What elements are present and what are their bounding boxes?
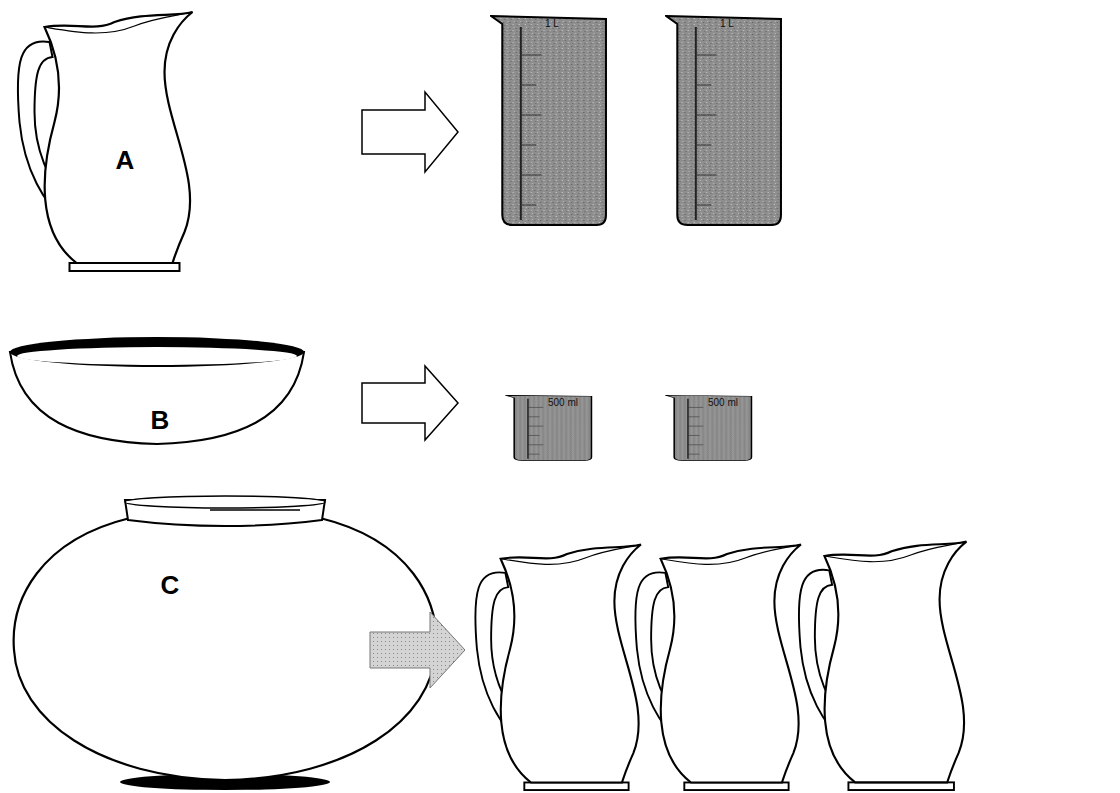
arrow — [370, 612, 465, 688]
volume-mark: 1 L — [545, 19, 559, 29]
volume-mark: 500 ml — [548, 398, 578, 408]
pitcher — [799, 542, 967, 790]
beaker — [506, 395, 592, 460]
pitcher — [475, 544, 641, 790]
container-letter: B — [151, 407, 170, 433]
volume-mark: 1 L — [720, 19, 734, 29]
arrow — [362, 92, 458, 172]
pot-neck — [125, 496, 325, 508]
arrow — [362, 366, 458, 440]
bowl-rim — [10, 337, 304, 367]
container-node: A — [95, 140, 155, 180]
volume-mark: 500 ml — [708, 398, 738, 408]
container-letter: C — [161, 572, 180, 598]
beaker — [666, 395, 752, 460]
pitcher-a — [18, 12, 193, 271]
bowl-rim — [17, 347, 297, 365]
pot-neck — [210, 509, 300, 511]
container-node: C — [140, 565, 200, 605]
pitcher — [635, 544, 801, 790]
container-letter: A — [116, 147, 135, 173]
beaker — [666, 16, 781, 225]
beaker — [491, 16, 606, 225]
container-node: B — [130, 400, 190, 440]
